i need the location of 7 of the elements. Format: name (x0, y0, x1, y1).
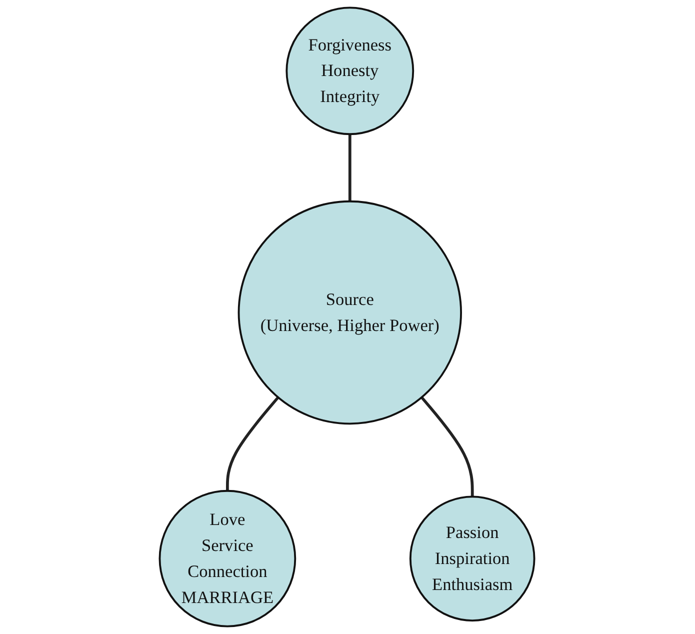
node-circle: Passion Inspiration Enthusiasm (410, 496, 536, 622)
node-circle: Source (Universe, Higher Power) (238, 200, 462, 425)
node-circle: Love Service Connection MARRIAGE (159, 490, 297, 628)
connector (226, 396, 280, 491)
connector (421, 396, 474, 497)
connector (348, 134, 352, 202)
node-circle: Forgiveness Honesty Integrity (286, 6, 415, 136)
